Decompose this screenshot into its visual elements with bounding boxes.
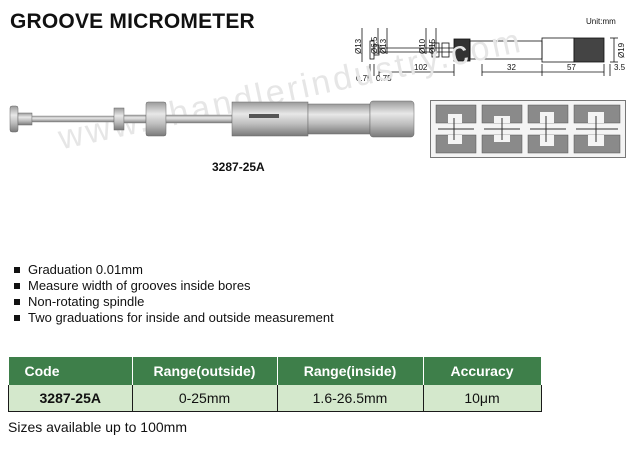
spec-table: Code Range(outside) Range(inside) Accura…	[8, 357, 542, 412]
table-row: 3287-25A 0-25mm 1.6-26.5mm 10μm	[8, 385, 542, 412]
header-range-outside: Range(outside)	[132, 357, 278, 385]
groove-diagram	[430, 100, 626, 163]
cell-code: 3287-25A	[8, 385, 133, 412]
feature-item: Two graduations for inside and outside m…	[14, 310, 334, 326]
groove-diagram-svg	[430, 100, 626, 158]
dim-h-4: 32	[507, 63, 516, 72]
feature-item: Non-rotating spindle	[14, 294, 334, 310]
cell-range-inside: 1.6-26.5mm	[277, 385, 424, 412]
feature-text: Non-rotating spindle	[28, 294, 145, 309]
dim-h-6: 3.5	[614, 63, 626, 72]
dim-h-2: 0.75	[376, 74, 392, 83]
unit-label: Unit:mm	[586, 17, 616, 26]
product-image	[4, 96, 424, 157]
feature-list: Graduation 0.01mm Measure width of groov…	[14, 262, 334, 326]
availability-note: Sizes available up to 100mm	[8, 419, 187, 435]
cell-accuracy: 10μm	[423, 385, 542, 412]
feature-text: Graduation 0.01mm	[28, 262, 143, 277]
dim-v-2: Ø6.5	[370, 36, 379, 54]
feature-text: Measure width of grooves inside bores	[28, 278, 251, 293]
bullet-square-icon	[14, 299, 20, 305]
feature-item: Measure width of grooves inside bores	[14, 278, 334, 294]
header-code: Code	[8, 357, 133, 385]
dim-h-5: 57	[567, 63, 576, 72]
dim-h-3: 102	[414, 63, 428, 72]
dimension-drawing-svg: Ø13 Ø6.5 Ø13 Ø10 Ø15 Ø19 0.75 0.75 102 3…	[354, 28, 626, 83]
table-header-row: Code Range(outside) Range(inside) Accura…	[8, 357, 542, 385]
page-title: GROOVE MICROMETER	[10, 10, 255, 33]
bullet-square-icon	[14, 315, 20, 321]
header-range-inside: Range(inside)	[277, 357, 424, 385]
dim-v-1: Ø13	[354, 38, 363, 54]
dim-v-6: Ø19	[617, 42, 626, 58]
header-accuracy: Accuracy	[423, 357, 542, 385]
cell-range-outside: 0-25mm	[132, 385, 278, 412]
feature-item: Graduation 0.01mm	[14, 262, 334, 278]
dim-v-3: Ø13	[379, 38, 388, 54]
micrometer-illustration	[9, 100, 415, 138]
feature-text: Two graduations for inside and outside m…	[28, 310, 334, 325]
bullet-square-icon	[14, 283, 20, 289]
dim-h-1: 0.75	[356, 74, 372, 83]
bullet-square-icon	[14, 267, 20, 273]
dimension-drawing: Ø13 Ø6.5 Ø13 Ø10 Ø15 Ø19 0.75 0.75 102 3…	[352, 14, 632, 89]
model-label: 3287-25A	[212, 160, 265, 174]
dim-v-4: Ø10	[418, 38, 427, 54]
dim-v-5: Ø15	[428, 38, 437, 54]
